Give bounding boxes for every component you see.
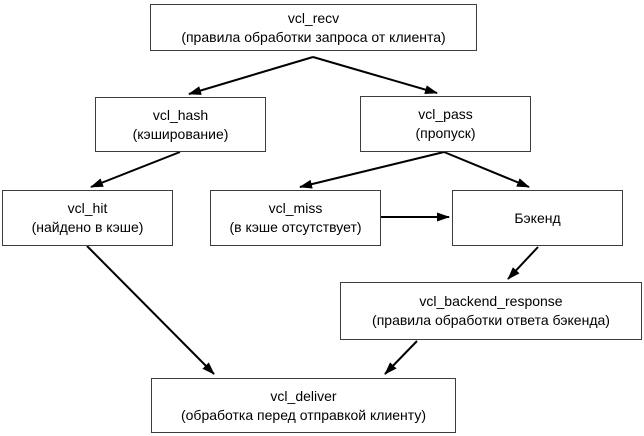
edge-vcl_hash-to-vcl_hit <box>90 151 181 188</box>
node-sublabel: (в кэше отсутствует) <box>229 219 362 235</box>
node-vcl-backend-response: vcl_backend_response (правила обработки … <box>340 282 642 340</box>
node-sublabel: (кэширование) <box>132 125 229 142</box>
node-label: vcl_recv <box>287 9 340 26</box>
edge-vcl_recv-to-vcl_pass <box>312 56 438 94</box>
edge-vcl_recv-to-vcl_hash <box>188 56 314 95</box>
node-sublabel: (обработка перед отправкой клиенту) <box>180 406 427 423</box>
node-sublabel: (найдено в кэше) <box>31 219 144 235</box>
node-label: vcl_hit <box>67 200 108 216</box>
node-label: vcl_hash <box>152 106 209 123</box>
node-backend: Бэкенд <box>452 190 623 246</box>
node-label: Бэкенд <box>514 209 561 226</box>
edge-vcl_hit-to-vcl_deliver <box>86 245 215 375</box>
node-label: vcl_deliver <box>270 387 337 404</box>
edge-vcl_pass-to-vcl_miss <box>299 151 445 189</box>
edge-backend-to-vcl_backend_response <box>507 246 539 280</box>
node-label: vcl_pass <box>418 106 473 122</box>
node-vcl-pass: vcl_pass (пропуск) <box>360 96 531 152</box>
node-sublabel: (правила обработки ответа бэкенда) <box>372 312 610 328</box>
edge-vcl_backend_response-to-vcl_deliver <box>384 340 418 375</box>
node-sublabel: (правила обработки запроса от клиента) <box>181 28 446 45</box>
node-label: vcl_miss <box>268 200 323 216</box>
node-vcl-hash: vcl_hash (кэширование) <box>95 97 266 152</box>
node-vcl-hit: vcl_hit (найдено в кэше) <box>2 190 173 246</box>
node-sublabel: (пропуск) <box>415 125 476 141</box>
node-vcl-miss: vcl_miss (в кэше отсутствует) <box>210 190 381 246</box>
node-vcl-recv: vcl_recv (правила обработки запроса от к… <box>150 4 477 51</box>
node-label: vcl_backend_response <box>419 293 563 309</box>
node-vcl-deliver: vcl_deliver (обработка перед отправкой к… <box>151 378 456 433</box>
edge-vcl_pass-to-backend <box>443 151 530 188</box>
